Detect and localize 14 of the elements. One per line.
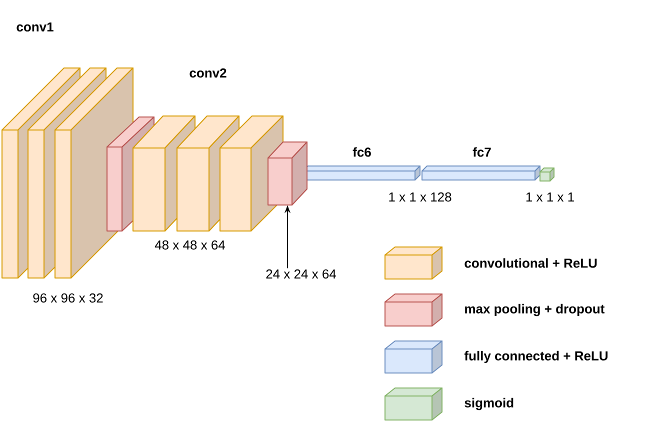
pooling-layer — [268, 142, 308, 206]
layer-name: conv2 — [190, 68, 226, 78]
dimension-text: 48 x 48 x 64 — [154, 240, 226, 250]
dimension-text: 1 x 1 x 1 — [526, 192, 574, 202]
layer-name: fc6 — [352, 147, 371, 157]
layer-name: fc7 — [472, 147, 491, 157]
legend-text: convolutional + ReLU — [464, 258, 597, 268]
legend-text: sigmoid — [464, 398, 514, 410]
dimension-text: 24 x 24 x 64 — [266, 269, 336, 279]
dimension-text: 1 x 1 x 128 — [389, 192, 452, 202]
dimension-text: 96 x 96 x 32 — [33, 293, 103, 303]
legend-text: fully connected + ReLU — [464, 350, 608, 364]
legend-text: max pooling + dropout — [465, 304, 605, 316]
layer-name: conv1 — [16, 22, 54, 32]
